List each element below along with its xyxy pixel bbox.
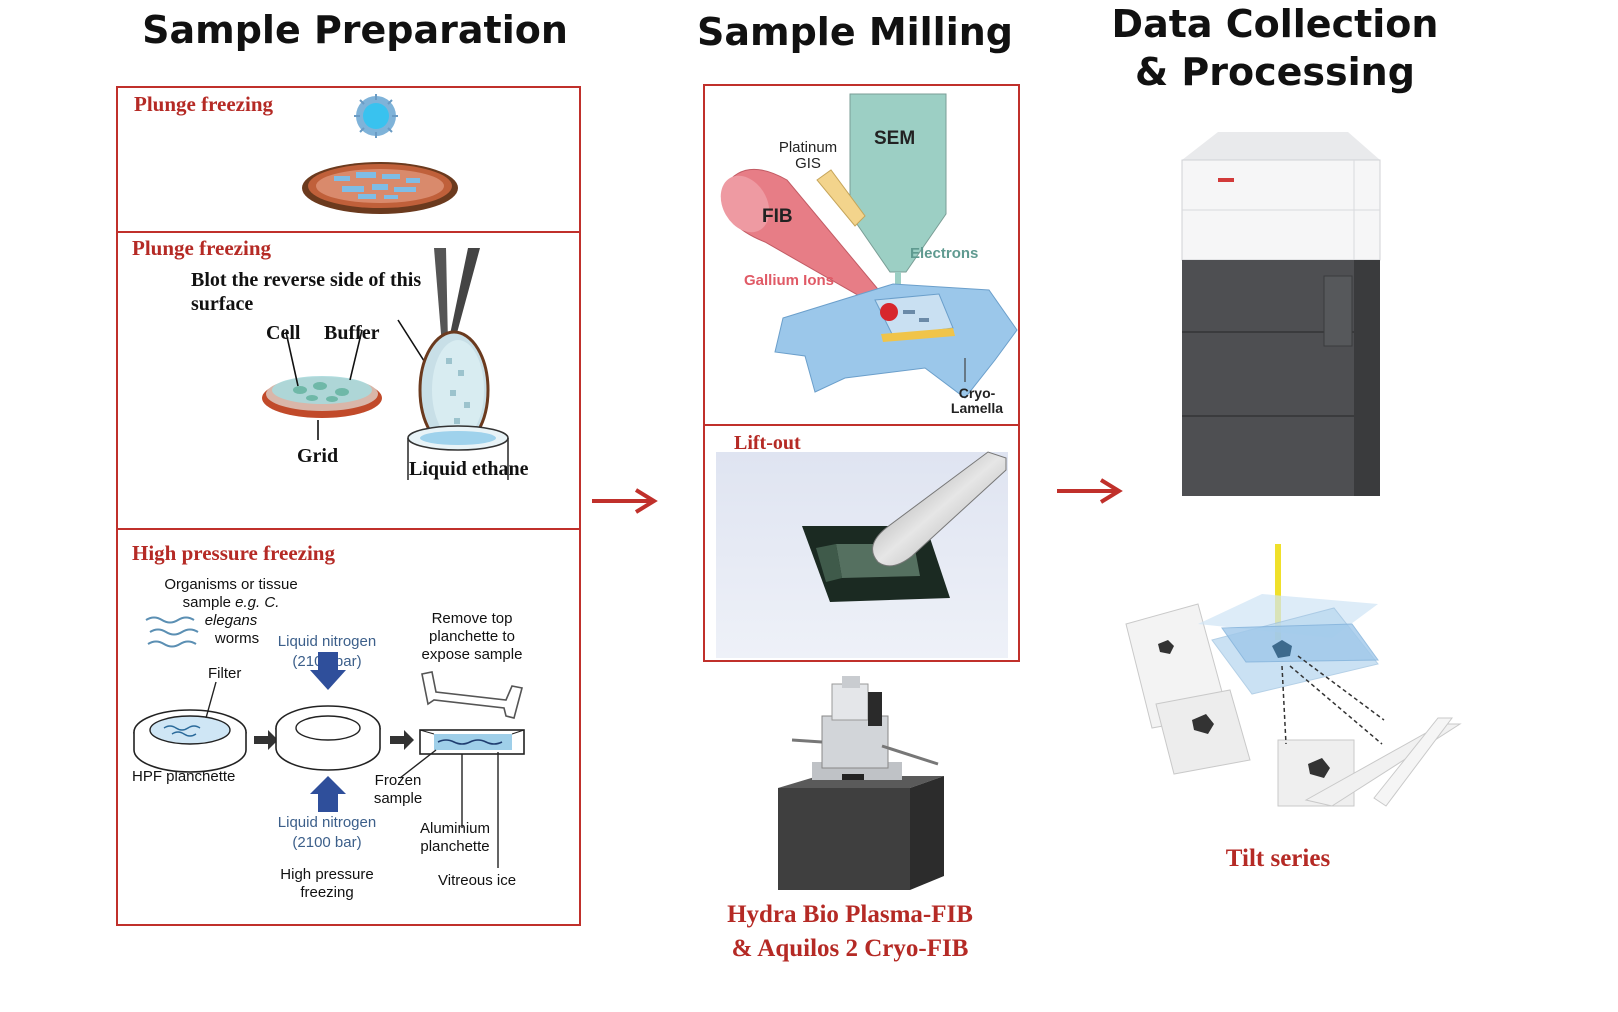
vertical-grid-icon bbox=[418, 330, 490, 450]
heading-data-collection: Data Collection & Processing bbox=[1100, 0, 1450, 96]
organisms-line2-a: sample bbox=[182, 594, 236, 611]
arrow-milling-to-data bbox=[1057, 478, 1123, 504]
cryo-lamella-label: Cryo- Lamella bbox=[942, 386, 1012, 416]
sample-surface-icon bbox=[774, 283, 1018, 399]
hpf-planchette-label: HPF planchette bbox=[132, 768, 236, 785]
grid-with-cells-icon bbox=[262, 376, 382, 418]
blot-line1: Blot the reverse side of this bbox=[191, 269, 422, 291]
blot-instruction: Blot the reverse side of this surface bbox=[191, 268, 421, 316]
fib-column-icon bbox=[720, 168, 888, 307]
instrument-line2: & Aquilos 2 Cryo-FIB bbox=[731, 935, 969, 962]
hpf-label: High pressure freezing bbox=[272, 866, 382, 902]
grid-label: Grid bbox=[297, 445, 339, 467]
aluminium-planchette-label: Aluminium planchette bbox=[414, 820, 496, 856]
instrument-line1: Hydra Bio Plasma-FIB bbox=[727, 901, 973, 928]
panel1-title: Plunge freezing bbox=[134, 92, 274, 116]
hpf-line1: High pressure bbox=[280, 866, 374, 883]
frozen-line2: sample bbox=[373, 790, 423, 807]
vitreous-ice-label: Vitreous ice bbox=[438, 872, 517, 889]
hpf-planchette-icon bbox=[133, 681, 247, 773]
cryo-line1: Cryo- bbox=[958, 385, 996, 401]
remove-line3: expose sample bbox=[421, 646, 523, 663]
panel1-graphic bbox=[302, 94, 458, 214]
fib-instrument-image bbox=[778, 676, 944, 890]
hpf-line2: freezing bbox=[300, 884, 354, 901]
panel3-title: High pressure freezing bbox=[132, 541, 335, 565]
heading-data-line2: & Processing bbox=[1135, 50, 1415, 94]
up-arrow-icon bbox=[310, 776, 346, 812]
platinum-gis-icon bbox=[816, 169, 866, 227]
gallium-ions-label: Gallium Ions bbox=[744, 272, 835, 289]
sem-column-icon bbox=[849, 93, 947, 299]
organisms-line2-b: e.g. C. elegans bbox=[204, 594, 280, 629]
ethane-cup-icon bbox=[407, 425, 509, 480]
fib-sem-diagram bbox=[720, 93, 1018, 399]
particle-icon bbox=[354, 94, 398, 138]
remove-line2: planchette to bbox=[429, 628, 515, 645]
organisms-label: Organisms or tissue sample e.g. C. elega… bbox=[156, 576, 306, 648]
buffer-label: Buffer bbox=[324, 322, 380, 344]
ln-bottom-line2: (2100 bar) bbox=[292, 834, 362, 851]
sem-label: SEM bbox=[874, 128, 916, 149]
tilt-series-diagram bbox=[1125, 544, 1462, 807]
hpf-chamber-icon bbox=[275, 705, 381, 771]
forceps-icon bbox=[434, 248, 480, 346]
ln-bottom-line1: Liquid nitrogen bbox=[277, 814, 377, 831]
liquid-ethane-label: Liquid ethane bbox=[409, 458, 529, 480]
lift-out-graphic bbox=[716, 451, 1008, 658]
electrons-label: Electrons bbox=[910, 245, 979, 262]
cryo-tem-image bbox=[1181, 132, 1381, 496]
aluminium-line1: Aluminium bbox=[419, 820, 491, 837]
aluminium-line2: planchette bbox=[420, 838, 490, 855]
ln-bottom-label: Liquid nitrogen (2100 bar) bbox=[262, 813, 392, 853]
lift-out-title: Lift-out bbox=[734, 432, 801, 454]
arrow-right-icon-2 bbox=[390, 730, 414, 750]
remove-planchette-label: Remove top planchette to expose sample bbox=[410, 610, 534, 664]
cell-label: Cell bbox=[266, 322, 301, 344]
hpf-graphic bbox=[133, 616, 525, 868]
frozen-line1: Frozen bbox=[374, 772, 422, 789]
cryo-line2: Lamella bbox=[950, 400, 1004, 416]
remove-line1: Remove top bbox=[431, 610, 513, 627]
platinum-line1: Platinum bbox=[778, 139, 838, 156]
heading-data-line1: Data Collection bbox=[1111, 2, 1439, 46]
organisms-line2: sample e.g. C. elegans bbox=[156, 594, 306, 630]
removed-planchette-icon bbox=[421, 671, 523, 719]
fib-label: FIB bbox=[762, 206, 793, 227]
down-arrow-icon bbox=[310, 652, 346, 690]
filter-label: Filter bbox=[208, 665, 242, 682]
heading-sample-milling: Sample Milling bbox=[696, 10, 1013, 54]
tilt-series-caption: Tilt series bbox=[1225, 845, 1331, 872]
worms-icon bbox=[145, 616, 199, 648]
plunge-freezing-graphic bbox=[262, 248, 509, 480]
aluminium-planchette-icon bbox=[419, 729, 525, 755]
arrow-prep-to-milling bbox=[592, 488, 658, 514]
frozen-sample-label: Frozen sample bbox=[368, 772, 428, 808]
panel2-title: Plunge freezing bbox=[132, 236, 272, 260]
organisms-line3: worms bbox=[214, 630, 260, 647]
instrument-caption: Hydra Bio Plasma-FIB & Aquilos 2 Cryo-FI… bbox=[700, 898, 1000, 966]
grid-disc-icon bbox=[302, 162, 458, 214]
platinum-line2: GIS bbox=[795, 155, 821, 172]
ln-top-line1: Liquid nitrogen bbox=[277, 633, 377, 650]
arrow-right-icon bbox=[254, 730, 278, 750]
organisms-line1: Organisms or tissue bbox=[164, 576, 298, 593]
blot-line2: surface bbox=[191, 293, 254, 315]
platinum-gis-label: Platinum GIS bbox=[768, 140, 848, 172]
heading-sample-preparation: Sample Preparation bbox=[142, 8, 568, 52]
